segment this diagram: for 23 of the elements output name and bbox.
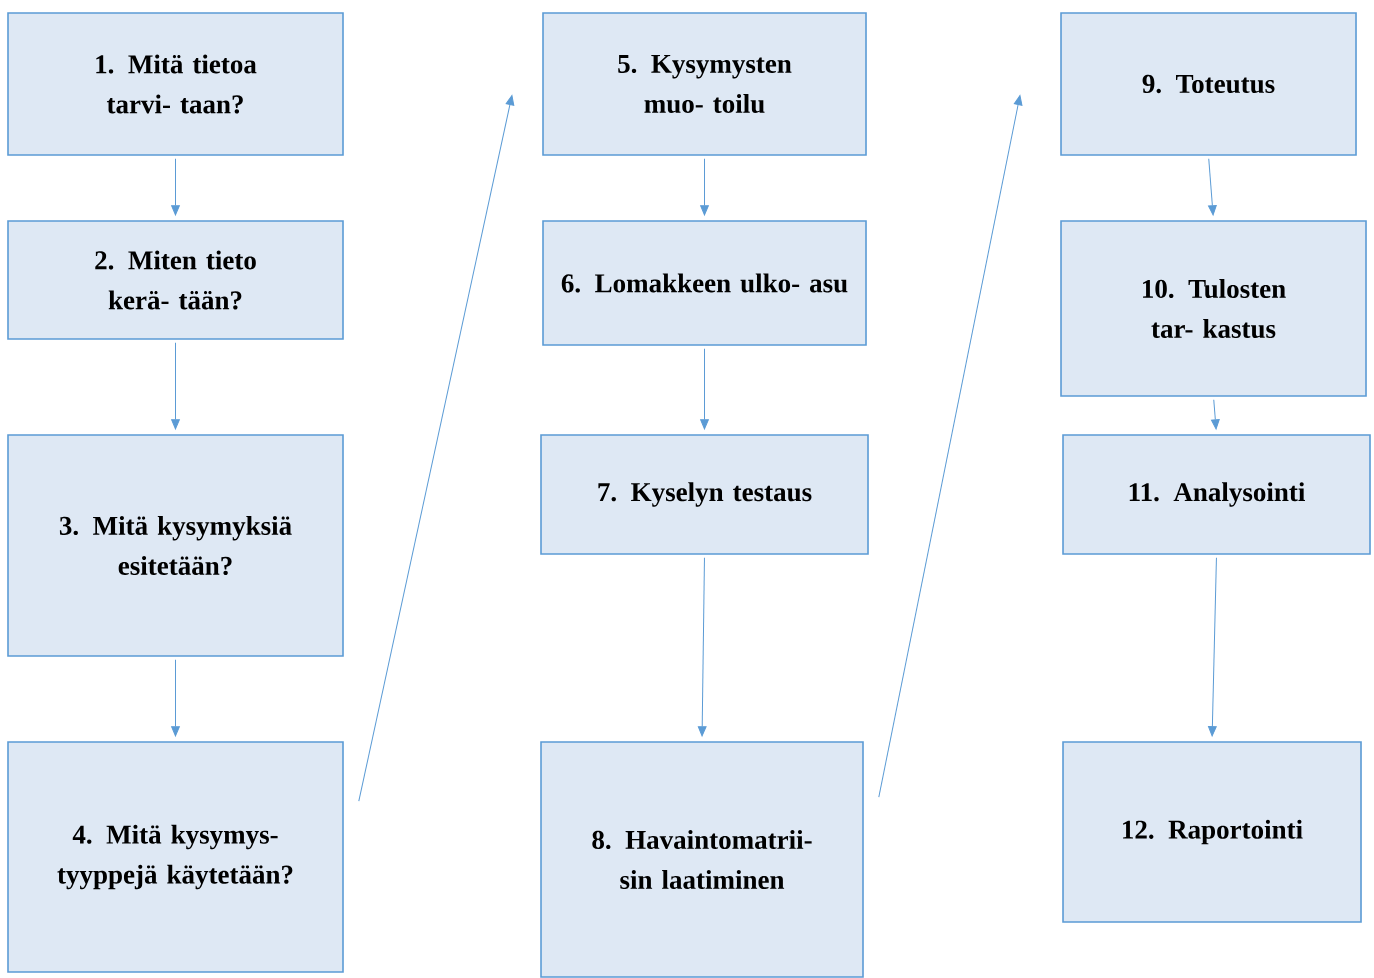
arrow [171, 158, 180, 216]
process-box: 11. Analysointi [1062, 434, 1371, 555]
arrow [700, 158, 709, 216]
process-box: 7. Kyselyn testaus [540, 434, 869, 555]
arrow [171, 659, 180, 737]
arrow [358, 95, 515, 802]
process-box: 9. Toteutus [1060, 12, 1357, 156]
process-box: 1. Mitä tietoa tarvi- taan? [7, 12, 344, 156]
process-box: 5. Kysymysten muo- toilu [542, 12, 867, 156]
process-box: 6. Lomakkeen ulko- asu [542, 220, 867, 346]
arrow [1208, 158, 1217, 216]
process-box: 10. Tulosten tar- kastus [1060, 220, 1367, 397]
process-box: 4. Mitä kysymys- tyyppejä käytetään? [7, 741, 344, 973]
process-box: 12. Raportointi [1062, 741, 1362, 923]
process-box: 8. Havaintomatrii- sin laatiminen [540, 741, 864, 978]
arrow [697, 557, 707, 737]
arrow [171, 342, 180, 430]
arrow [1208, 557, 1217, 737]
arrow [700, 348, 709, 430]
arrow [878, 95, 1023, 798]
process-box: 2. Miten tieto kerä- tään? [7, 220, 344, 340]
arrow [1211, 399, 1220, 430]
process-box: 3. Mitä kysymyksiä esitetään? [7, 434, 344, 657]
